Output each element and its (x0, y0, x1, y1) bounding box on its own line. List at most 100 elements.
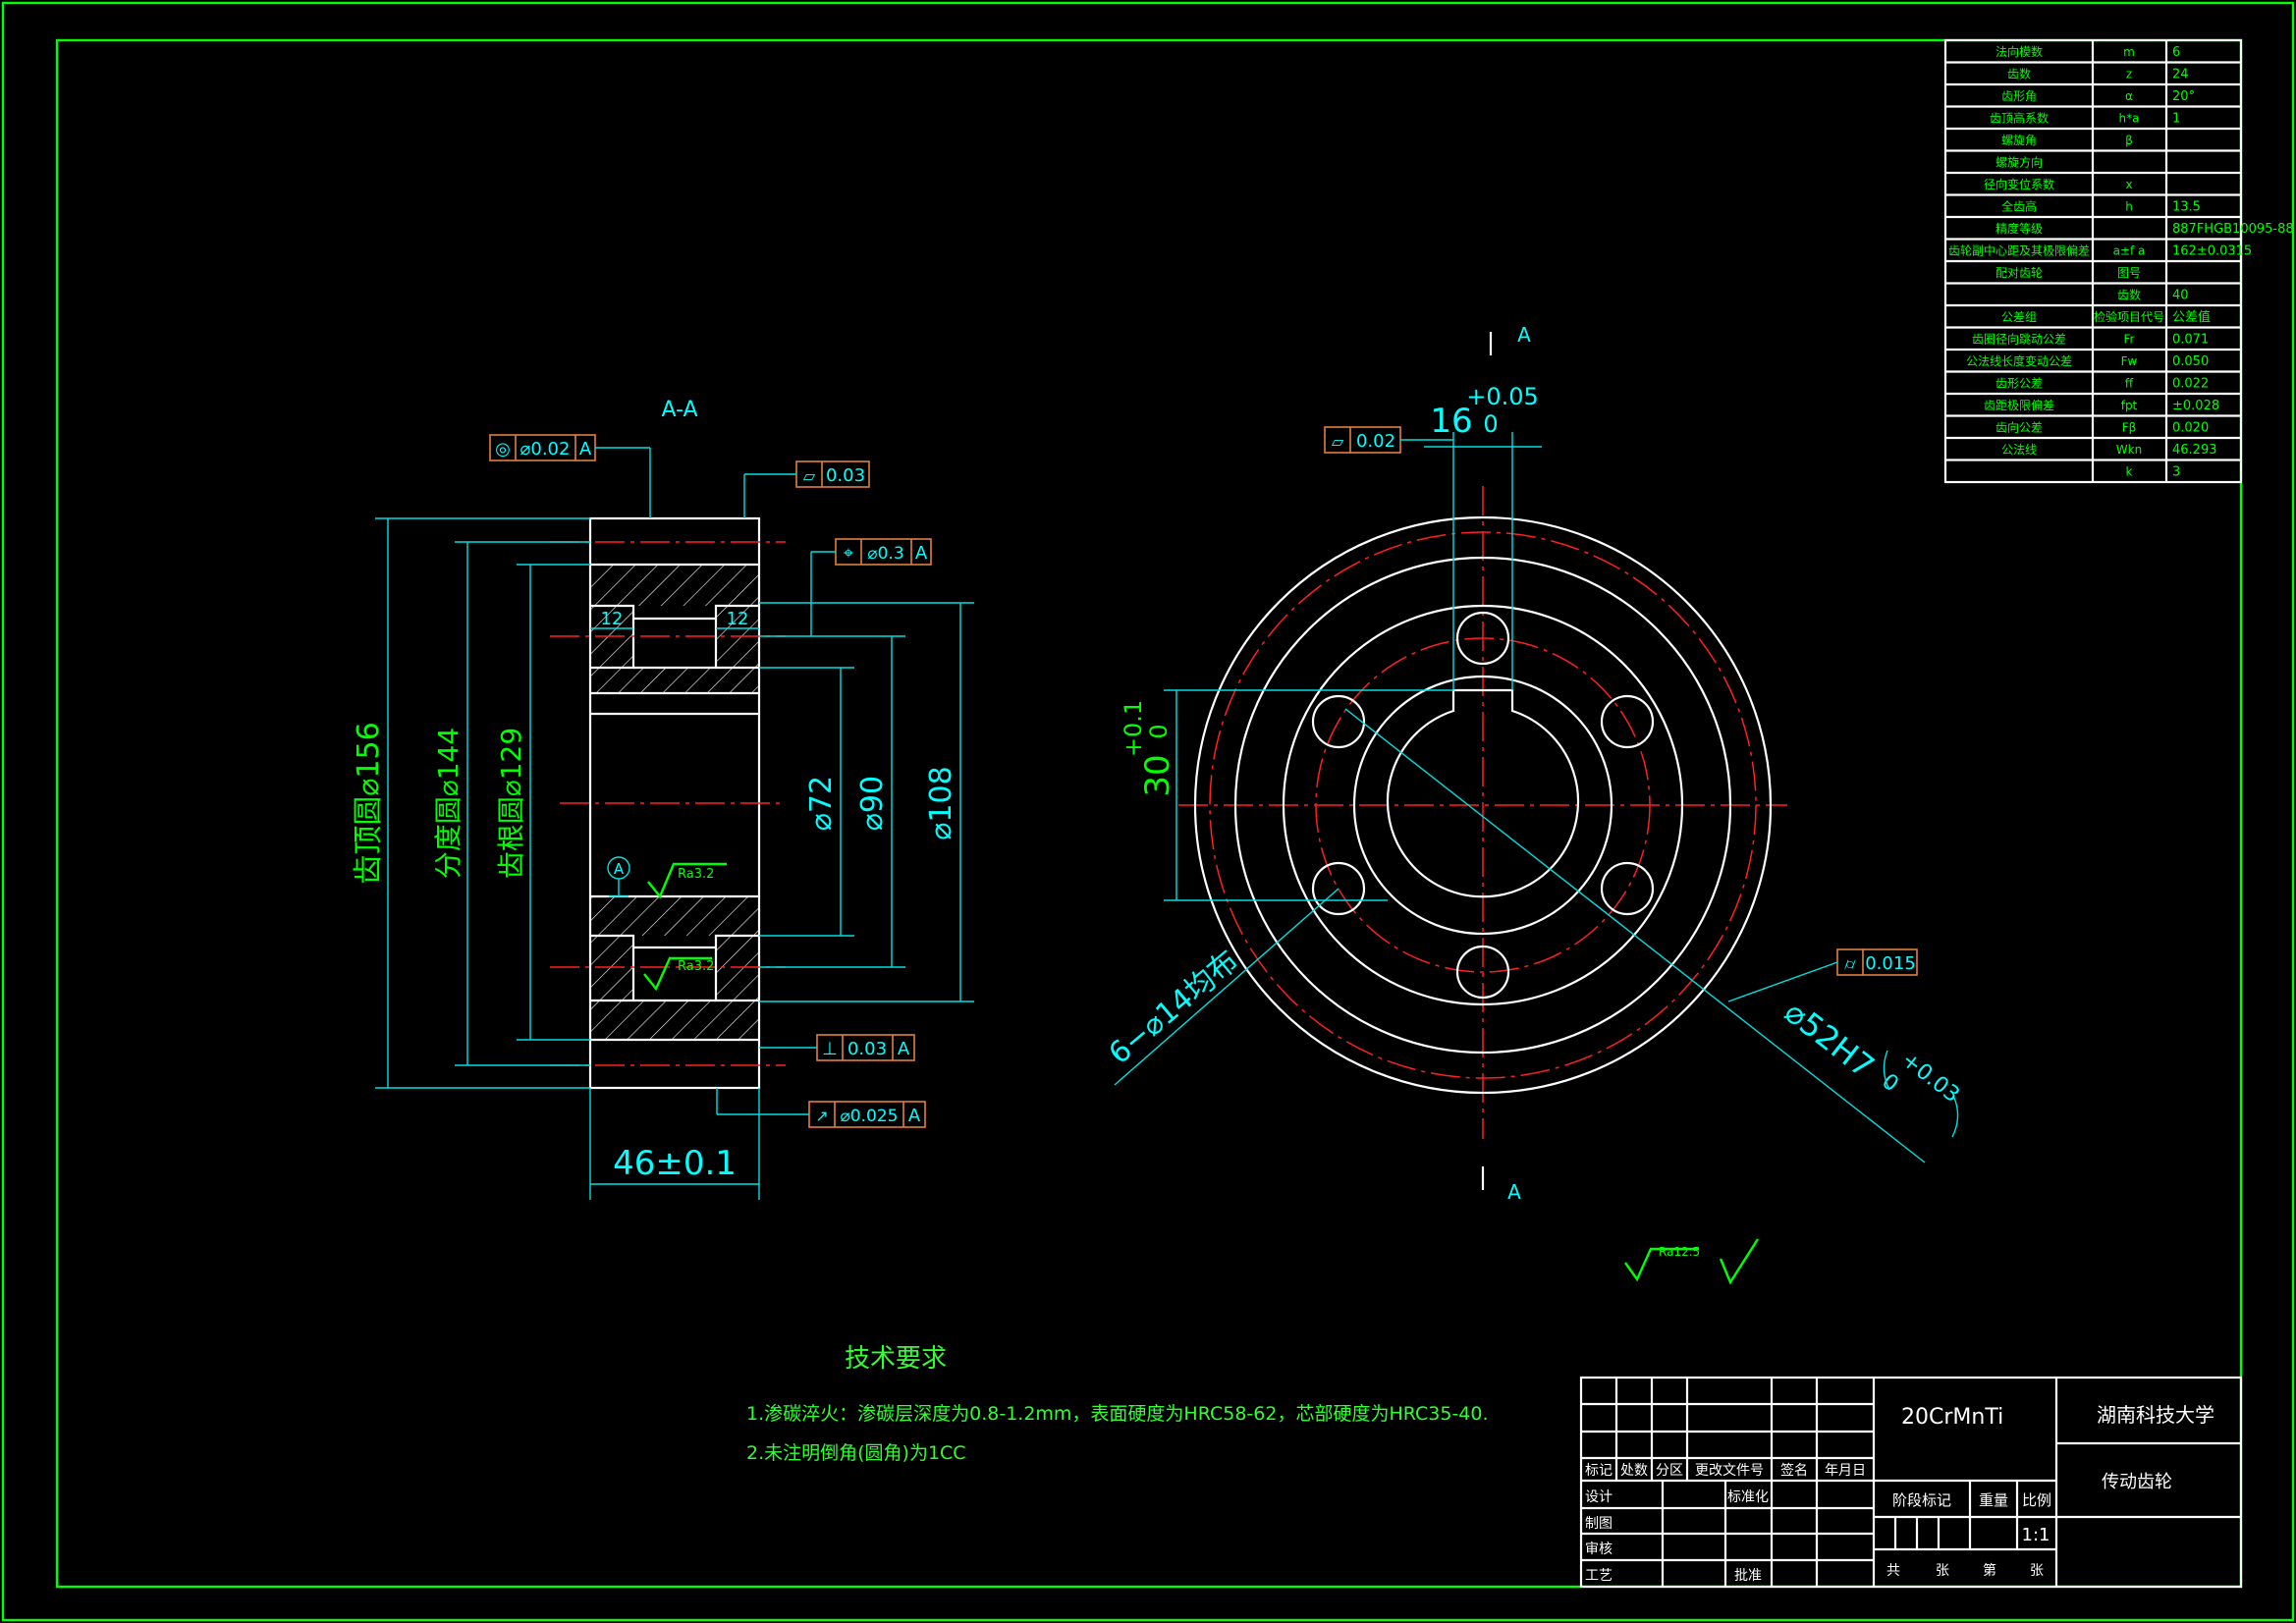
svg-text:标记: 标记 (1585, 1463, 1613, 1479)
svg-text:A: A (579, 439, 592, 460)
bolt-hole-3 (1600, 861, 1655, 916)
root-diameter-label: 齿根圆⌀129 (495, 728, 527, 879)
title-block: 20CrMnTi 湖南科技大学 传动齿轮 1:1 标记 处数 分区 更改文件号 … (1579, 1376, 2243, 1589)
keyway-depth-upper: +0.1 (1120, 700, 1147, 757)
hatch-lower-3 (716, 936, 759, 1001)
bolt-hole-2 (1600, 694, 1655, 749)
param-name-16: 齿距极限偏差 (1984, 398, 2054, 412)
bore-with-keyway (1386, 688, 1580, 898)
step-left-label: 12 (601, 609, 624, 629)
param-sym-19: k (2126, 465, 2133, 479)
svg-text:审核: 审核 (1585, 1542, 1613, 1557)
runout-frame: ↗ ⌀0.025 A (716, 1088, 926, 1128)
section-view: A-A (352, 398, 974, 1200)
roughness-lower-symbol (643, 956, 712, 992)
bolt-hole-6 (1311, 694, 1366, 749)
svg-text:阶段标记: 阶段标记 (1892, 1491, 1951, 1509)
svg-text:年月日: 年月日 (1825, 1463, 1866, 1479)
svg-text:张: 张 (2030, 1563, 2044, 1579)
svg-text:第: 第 (1983, 1562, 1996, 1579)
svg-text:重量: 重量 (1979, 1491, 2008, 1509)
param-name-9: 齿轮副中心距及其极限偏差 (1948, 243, 2090, 258)
pitch-circle (1209, 531, 1757, 1079)
ra-lower-label: Ra3.2 (678, 959, 714, 974)
svg-text:0.03: 0.03 (847, 1039, 887, 1059)
svg-text:0.015: 0.015 (1865, 953, 1916, 974)
param-val-7: 13.5 (2172, 200, 2201, 215)
root-circle (1233, 556, 1732, 1055)
tech-line-1: 1.渗碳淬火：渗碳层深度为0.8-1.2mm，表面硬度为HRC58-62，芯部硬… (746, 1403, 1489, 1425)
param-val-15: 0.022 (2172, 377, 2209, 392)
keyway-width-label: 16 (1430, 402, 1472, 441)
front-view: A A 16 +0.05 0 ⏥ 0.02 30 +0.1 0 6−⌀14均布 … (1103, 323, 1964, 1204)
param-sym-1: z (2126, 68, 2132, 81)
svg-text:工艺: 工艺 (1585, 1568, 1613, 1584)
param-sym-15: ff (2125, 377, 2134, 391)
tb-material: 20CrMnTi (1901, 1405, 2003, 1430)
bolt-hole-1 (1455, 611, 1510, 666)
datum-a-letter: A (614, 860, 625, 878)
hub-inner-circle (1352, 675, 1613, 936)
hatch-lower-4 (590, 1001, 759, 1040)
svg-text:更改文件号: 更改文件号 (1695, 1463, 1764, 1479)
keyway-depth-lower: 0 (1145, 724, 1173, 738)
tip-circle (1193, 515, 1773, 1095)
param-sym-14: Fw (2121, 354, 2138, 368)
svg-text:A: A (898, 1039, 910, 1059)
param-sym-10: 图号 (2117, 266, 2141, 280)
step-right-label: 12 (727, 609, 749, 629)
param-name-14: 公法线长度变动公差 (1966, 353, 2072, 368)
param-sym-12: 检验项目代号 (2094, 309, 2164, 324)
param-sym-3: h*a (2119, 112, 2140, 126)
tb-scale: 1:1 (2022, 1525, 2050, 1545)
param-val-9: 162±0.0315 (2172, 244, 2252, 259)
roughness-upper-symbol (647, 862, 727, 899)
svg-text:签名: 签名 (1780, 1462, 1808, 1479)
param-sym-9: a±f a (2113, 244, 2146, 258)
pitch-diameter-label: 分度圆⌀144 (432, 728, 465, 879)
param-sym-18: Wkn (2116, 443, 2142, 457)
param-name-6: 径向变位系数 (1984, 177, 2054, 191)
param-val-18: 46.293 (2172, 443, 2217, 458)
svg-text:批准: 批准 (1734, 1568, 1762, 1584)
param-name-7: 全齿高 (2001, 199, 2037, 214)
hole-pitch-circle (1315, 637, 1651, 973)
svg-text:张: 张 (1936, 1563, 1949, 1579)
surface-roughness-symbol: Ra12.5 (1624, 1238, 1760, 1285)
param-val-0: 6 (2172, 45, 2180, 60)
hatch-upper-4 (590, 668, 759, 693)
svg-text:设计: 设计 (1585, 1489, 1613, 1505)
keyway-width-lower: 0 (1483, 410, 1498, 438)
tb-school: 湖南科技大学 (2097, 1403, 2214, 1427)
param-name-17: 齿向公差 (1995, 420, 2043, 435)
perpendicularity-frame: ⊥ 0.03 A (759, 1034, 915, 1061)
keyway-width-upper: +0.05 (1466, 383, 1539, 410)
svg-text:⌭: ⌭ (1844, 954, 1856, 973)
param-name-18: 公法线 (2001, 443, 2037, 457)
keyway-depth-label: 30 (1138, 754, 1177, 796)
d90-label: ⌀90 (855, 776, 890, 831)
param-name-8: 精度等级 (1995, 221, 2043, 236)
svg-text:分区: 分区 (1656, 1463, 1683, 1479)
svg-text:⊥: ⊥ (822, 1039, 838, 1059)
param-sym-7: h (2125, 200, 2133, 214)
param-val-16: ±0.028 (2172, 399, 2219, 413)
param-val-8: 887FHGB10095-88 (2172, 222, 2294, 237)
bolt-hole-5 (1311, 861, 1366, 916)
param-name-12: 公差组 (2001, 310, 2037, 324)
bolt-hole-4 (1455, 945, 1510, 1000)
param-sym-13: Fr (2124, 333, 2135, 347)
param-val-13: 0.071 (2172, 333, 2209, 348)
section-mark-bottom: A (1507, 1180, 1521, 1204)
concentricity-frame: ◎ ⌀0.02 A (489, 434, 651, 518)
param-val-11: 40 (2172, 289, 2189, 303)
bore-tol-lower: 0 (1877, 1069, 1902, 1097)
param-name-13: 齿圈径向跳动公差 (1972, 332, 2066, 347)
svg-text:标准化: 标准化 (1727, 1489, 1769, 1505)
d108-label: ⌀108 (924, 766, 958, 839)
param-name-15: 齿形公差 (1995, 377, 2043, 391)
svg-text:处数: 处数 (1620, 1463, 1648, 1479)
cylindricity-frame: ⌭ 0.015 (1727, 948, 1918, 1002)
param-val-12: 公差值 (2172, 309, 2211, 325)
